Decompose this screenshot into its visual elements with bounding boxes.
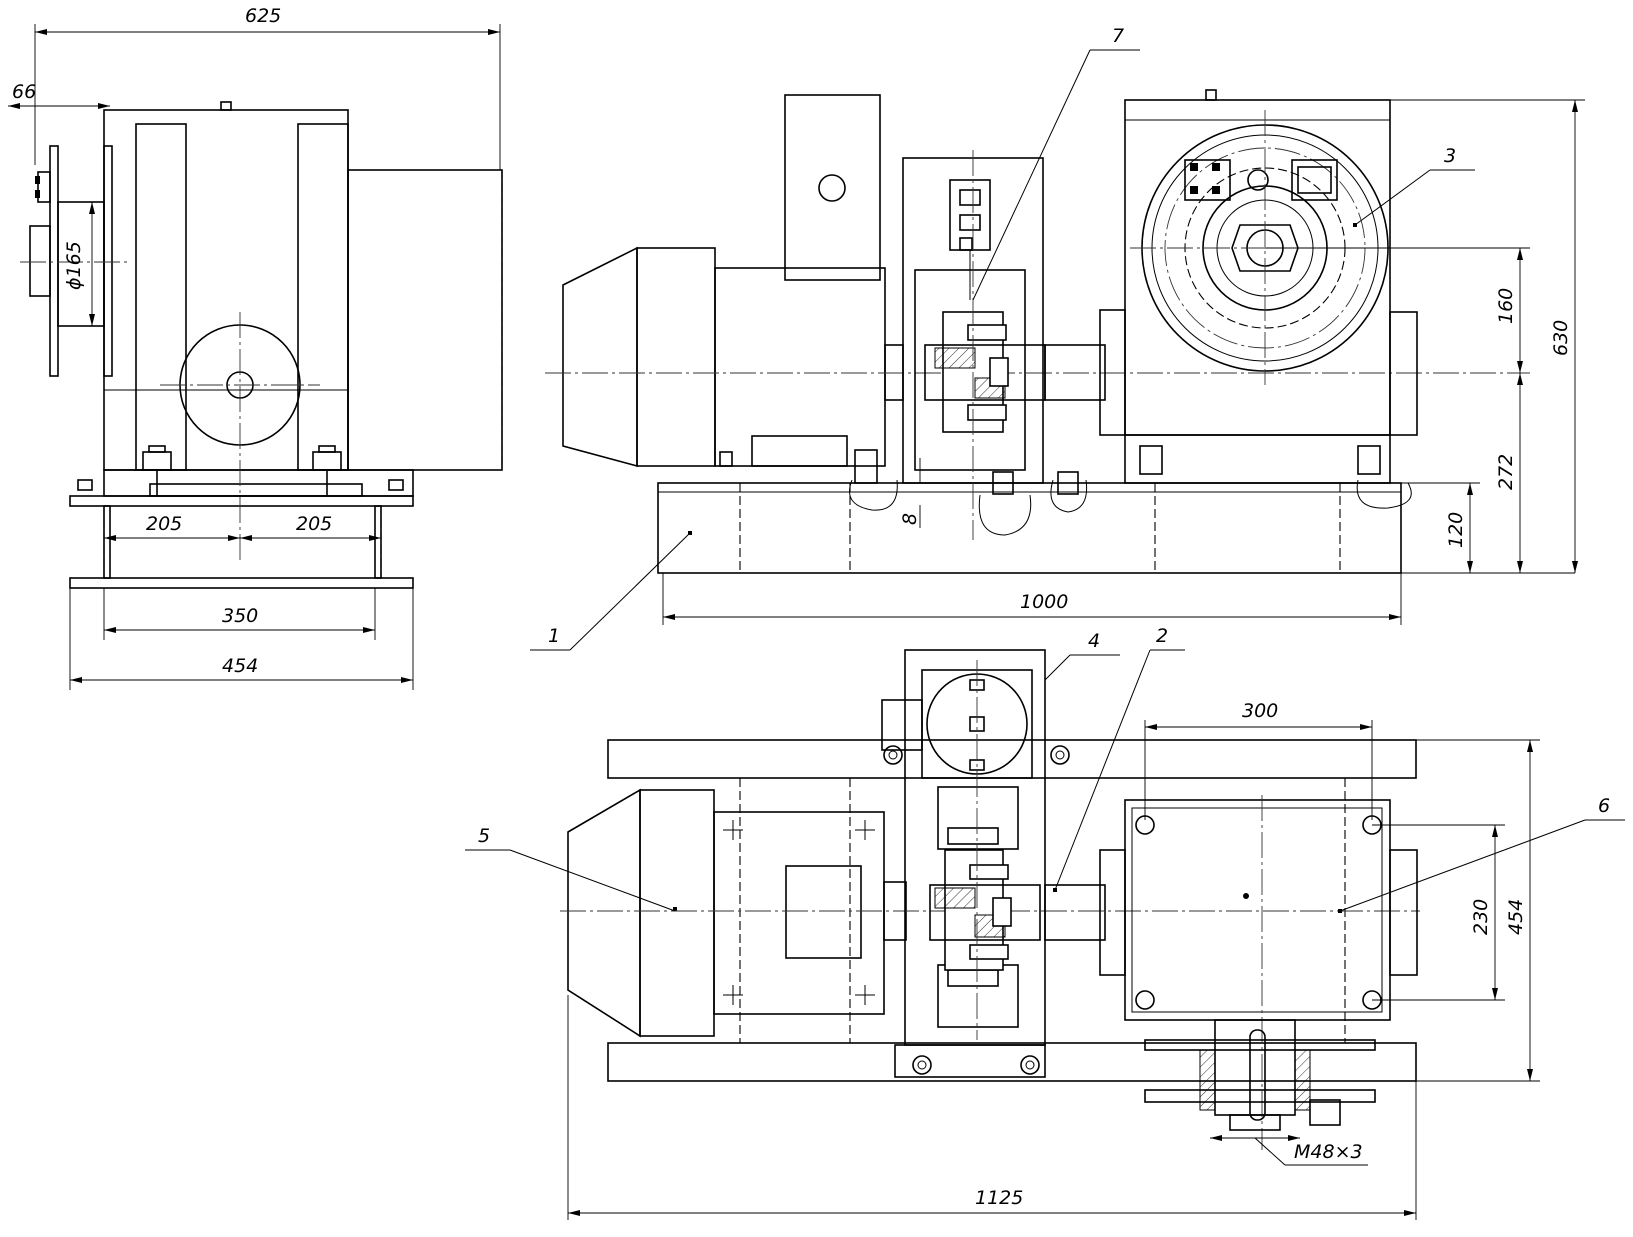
side-bolt-right: [312, 445, 342, 496]
callout-4: 4: [1088, 630, 1100, 652]
front-terminal-box: [784, 94, 881, 281]
callout-3: 3: [1444, 145, 1456, 167]
front-hub-nut: [1231, 224, 1299, 272]
side-bolt-left: [142, 445, 172, 496]
front-motor-fan-cover: [562, 246, 638, 468]
thread-callout: M48×3: [1294, 1141, 1363, 1163]
plan-drum-hub: [1214, 1019, 1296, 1116]
side-base-web-right: [374, 505, 382, 579]
dim-8: 8: [899, 513, 921, 525]
front-view: 1000 8 120 272 160 630 1 3 7: [530, 25, 1585, 651]
plan-motor-end: [639, 789, 715, 1037]
plan-brake-disc-plate: [921, 669, 1033, 779]
side-gear-housing: [103, 109, 349, 471]
dim-300: 300: [1242, 700, 1278, 722]
side-base-bottom-flange: [69, 577, 414, 589]
dim-160: 160: [1495, 288, 1517, 324]
plan-view: 300 230 454 1125 M48×3 5 6 4 2: [465, 625, 1625, 1220]
front-clamp-right: [1291, 159, 1338, 201]
dim-630: 630: [1550, 320, 1572, 356]
dim-205-right: 205: [296, 513, 332, 535]
dim-350: 350: [222, 605, 258, 627]
dim-205-left: 205: [146, 513, 182, 535]
dim-1125: 1125: [975, 1187, 1023, 1209]
dim-454-plan: 454: [1505, 899, 1527, 935]
side-base-web-left: [103, 505, 111, 579]
callout-6: 6: [1598, 795, 1610, 817]
plan-motor-fan-cover: [567, 788, 641, 1038]
side-housing-rib-left: [135, 123, 187, 471]
side-base-top-flange: [69, 495, 414, 507]
dim-272: 272: [1495, 454, 1517, 490]
front-terminal-hole: [818, 174, 846, 202]
side-motor-body: [347, 169, 503, 471]
callout-5: 5: [478, 825, 490, 847]
callout-7: 7: [1112, 25, 1124, 47]
callout-2: 2: [1156, 625, 1168, 647]
dim-66: 66: [12, 81, 36, 103]
front-motor-end: [636, 247, 716, 467]
plan-output-shaft: [1044, 884, 1106, 941]
side-view: 625 66 ϕ165 205 205 350 454: [8, 5, 503, 690]
side-coupling-flange: [49, 145, 59, 377]
plan-mount-hole-bl: [1135, 990, 1155, 1010]
front-gearbox-housing: [1124, 99, 1391, 436]
plan-terminal-box: [785, 865, 862, 959]
plan-gearbox: [1124, 799, 1391, 1021]
side-housing-rib-right: [297, 123, 349, 471]
dim-120: 120: [1445, 512, 1467, 548]
side-coupling-hub: [57, 201, 105, 327]
dim-625: 625: [245, 5, 281, 27]
dim-165: ϕ165: [63, 241, 85, 290]
dim-230: 230: [1470, 899, 1492, 935]
front-output-shaft: [1044, 344, 1106, 401]
dim-1000: 1000: [1020, 591, 1068, 613]
side-shaft-nut: [29, 225, 51, 297]
dim-454-side: 454: [222, 655, 258, 677]
front-clamp-left: [1184, 159, 1231, 201]
plan-drum-flange: [1144, 1089, 1376, 1103]
front-base-frame: [657, 482, 1402, 574]
callout-1: 1: [548, 625, 560, 647]
